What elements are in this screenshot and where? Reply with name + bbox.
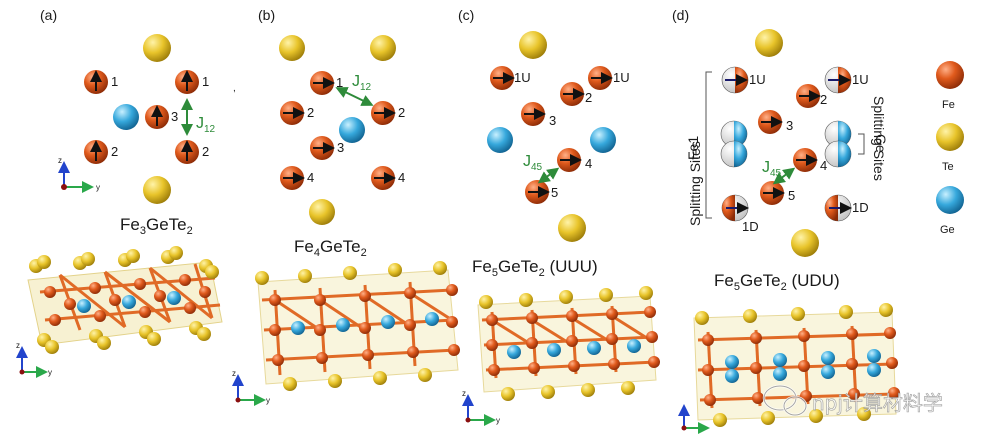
site-label: 1U (613, 70, 630, 85)
site-label: 1D (742, 219, 759, 234)
axis-z-label: z (462, 389, 466, 398)
ge-atom (487, 127, 513, 153)
ge-atom (339, 117, 365, 143)
te-atom (143, 176, 171, 204)
legend-te-swatch (936, 123, 964, 151)
site-label: 1U (852, 72, 869, 87)
site-label: 4 (585, 156, 592, 171)
te-atom (519, 31, 547, 59)
site-label: 3 (786, 118, 793, 133)
te-atom (279, 35, 305, 61)
site-label: 2 (820, 92, 827, 107)
te-atom (370, 35, 396, 61)
axis-y-label: y (96, 183, 100, 192)
panel-a: (a) 1 1 3 2 2 J12 , z y Fe3GeTe2 (16, 7, 236, 378)
site-label: 5 (551, 185, 558, 200)
site-label: 1U (749, 72, 766, 87)
te-atom (755, 29, 783, 57)
site-label: 3 (171, 109, 178, 124)
panel-d-title: Fe5GeTe2 (UDU) (714, 271, 840, 293)
panel-b: (b) 1 2 2 3 4 4 J12 Fe4GeTe2 (232, 7, 460, 406)
legend-fe-swatch (936, 61, 964, 89)
coupling-label: J45 (523, 153, 543, 173)
coupling-arrow (537, 167, 560, 184)
split-fe-site (721, 194, 749, 222)
ge-splitting-label: Ge (873, 134, 889, 153)
legend: Fe Te Ge (936, 61, 964, 236)
te-atom (558, 214, 586, 242)
panel-b-letter: (b) (258, 7, 275, 23)
fe1-bracket (705, 71, 712, 219)
ge-atom (590, 127, 616, 153)
coupling-label: J12 (352, 73, 372, 93)
ge-atom (113, 104, 139, 130)
site-label: 2 (202, 144, 209, 159)
legend-te-label: Te (942, 161, 954, 173)
axis-z-label: z (16, 341, 20, 350)
panel-c-title: Fe5GeTe2 (UUU) (472, 257, 598, 279)
wechat-logo-icon (762, 384, 808, 417)
crystal-structure-c (477, 286, 660, 401)
watermark: npj计算材料学 (762, 384, 943, 417)
panel-b-title: Fe4GeTe2 (294, 237, 367, 259)
site-label: 2 (307, 105, 314, 120)
axis-triad: z y (58, 156, 100, 193)
panel-d: (d) 1U 1U 2 3 (672, 7, 900, 434)
legend-ge-label: Ge (940, 224, 955, 236)
axis-triad (678, 404, 710, 434)
stray-mark: , (233, 83, 236, 94)
site-label: 3 (549, 113, 556, 128)
panel-a-title: Fe3GeTe2 (120, 215, 193, 237)
axis-triad: z y (232, 369, 270, 406)
panel-c: (c) 1U 1U 2 3 4 5 J45 Fe5GeTe2 (UUU) (458, 7, 660, 426)
site-label: 1 (336, 75, 343, 90)
split-fe-site (824, 194, 852, 222)
fe1-splitting-sites-text: Splitting Sites (687, 141, 703, 226)
split-fe-site (824, 66, 852, 94)
site-label: 1 (202, 74, 209, 89)
crystal-structure-b (255, 261, 460, 391)
site-label: 5 (788, 188, 795, 203)
te-atom (791, 229, 819, 257)
split-fe-site (721, 66, 749, 94)
site-label: 1U (514, 70, 531, 85)
site-label: 1D (852, 200, 869, 215)
axis-y-label: y (266, 396, 270, 405)
axis-z-label: z (58, 156, 62, 165)
split-ge-site (824, 120, 852, 168)
coupling-label: J12 (196, 115, 216, 135)
axis-y-label: y (48, 368, 52, 377)
axis-y-label: y (496, 416, 500, 425)
crystal-structure-d (693, 303, 900, 427)
coupling-arrow (772, 167, 796, 185)
te-atom (309, 199, 335, 225)
axis-z-label: z (232, 369, 236, 378)
site-label: 4 (398, 170, 405, 185)
panel-a-letter: (a) (40, 7, 57, 23)
coupling-label: J45 (762, 159, 782, 179)
te-atom (143, 34, 171, 62)
legend-fe-label: Fe (942, 99, 955, 111)
site-label: 2 (585, 90, 592, 105)
fe1-splitting-label: Fe1 (685, 136, 701, 160)
site-label: 4 (820, 158, 827, 173)
coupling-arrow (335, 87, 374, 106)
panel-c-letter: (c) (458, 7, 474, 23)
site-label: 4 (307, 170, 314, 185)
legend-ge-swatch (936, 186, 964, 214)
site-label: 3 (337, 140, 344, 155)
axis-triad: z y (462, 389, 500, 426)
panel-d-letter: (d) (672, 7, 689, 23)
watermark-text: npj计算材料学 (812, 391, 943, 415)
ge-bracket (858, 133, 865, 155)
site-label: 2 (398, 105, 405, 120)
axis-triad: z y (16, 341, 52, 378)
split-ge-site (720, 120, 748, 168)
ge-splitting-sites-text: Splitting Sites (871, 96, 887, 181)
crystal-structure-a (27, 246, 223, 354)
site-label: 2 (111, 144, 118, 159)
site-label: 1 (111, 74, 118, 89)
